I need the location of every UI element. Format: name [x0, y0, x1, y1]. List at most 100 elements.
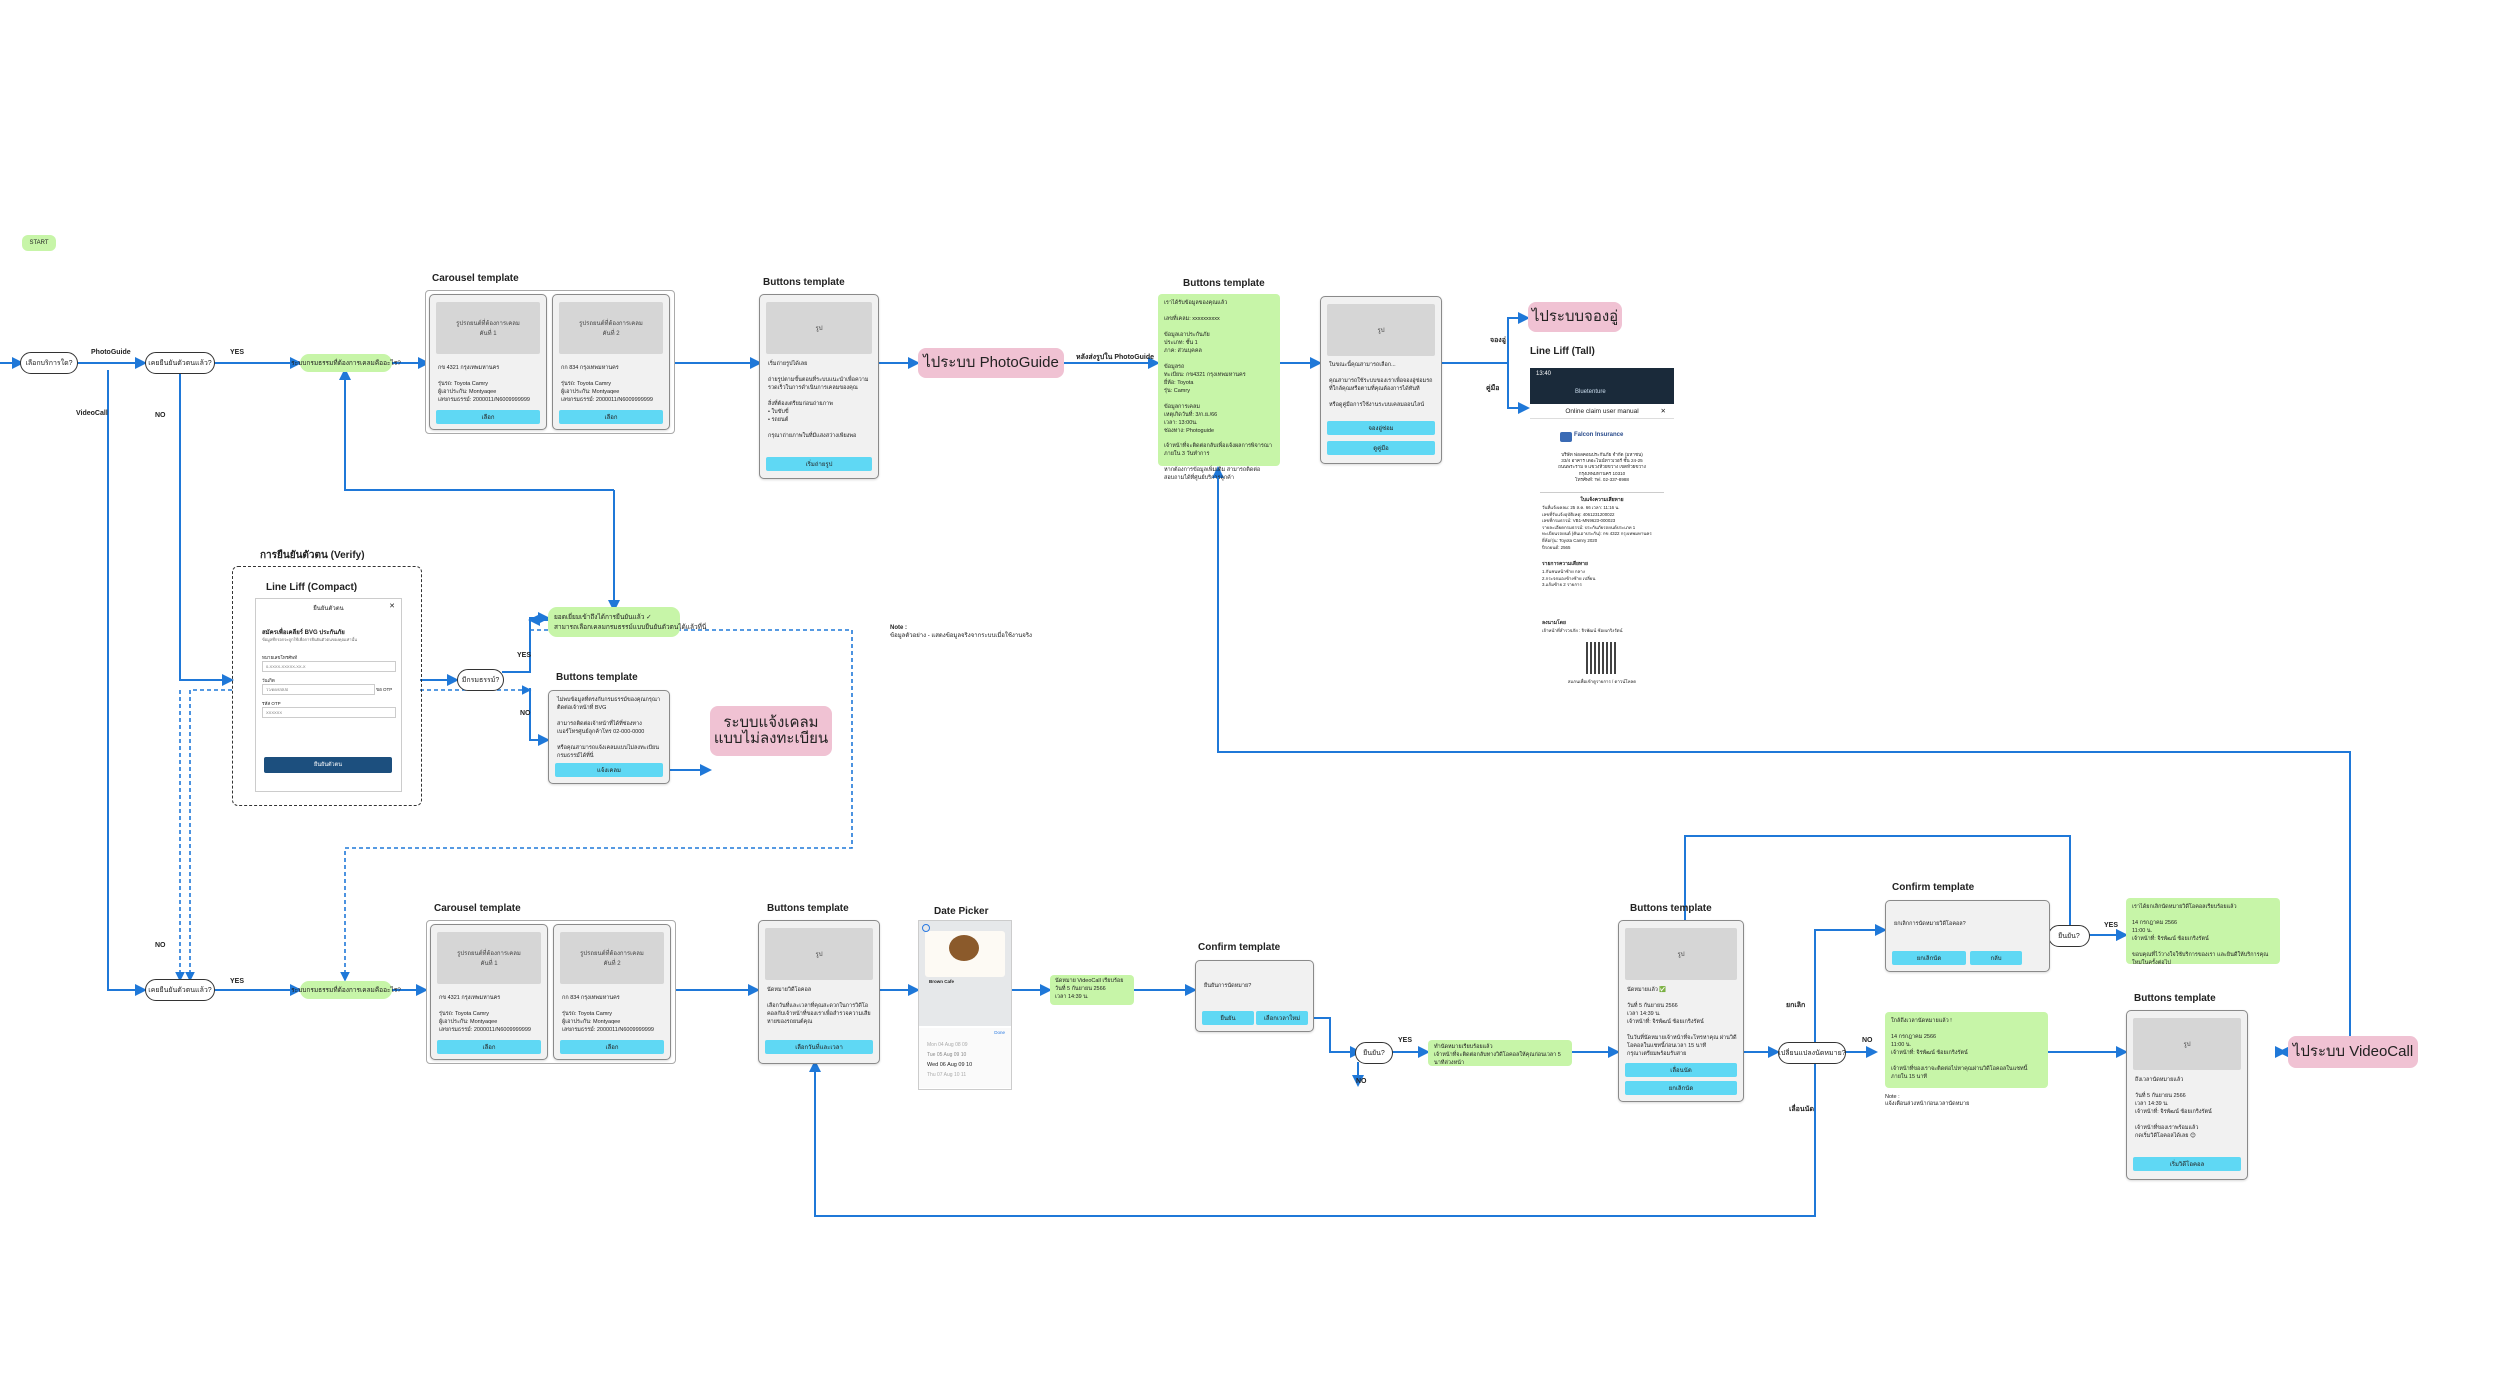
start-videocall-button[interactable]: เริ่มวิดีโอคอล	[2133, 1157, 2241, 1171]
request-otp-button[interactable]: ขอ OTP	[376, 687, 393, 692]
report-section-title: ใบแจ้งความเสียหาย	[1540, 492, 1664, 504]
card-text: ยกเลิกการนัดหมายวิดีโอคอล?	[1894, 921, 1966, 927]
image-placeholder: รูป	[2133, 1018, 2241, 1070]
select-button[interactable]: เลือก	[437, 1040, 541, 1054]
green-confirm-done: ทำนัดหมายเรียบร้อยแล้ว เจ้าหน้าที่จะติดต…	[1428, 1040, 1572, 1066]
cancel-appointment-button[interactable]: ยกเลิกนัด	[1625, 1081, 1737, 1095]
cancel-done-message: เราได้ยกเลิกนัดหมายวิดีโอคอลเรียบร้อยแล้…	[2126, 898, 2280, 966]
signature-label: ลงนามโดย	[1542, 620, 1566, 626]
pink-claim-unregistered[interactable]: ระบบแจ้งเคลม แบบไม่ลงทะเบียน	[710, 706, 832, 756]
green-question-bottom: ระบบกรมธรรมที่ต้องการเคลมคืออะไร?	[291, 981, 401, 999]
note: Note : ข้อมูลตัวอย่าง - แสดงข้อมูลจริงจา…	[890, 624, 1032, 641]
title-carousel-top: Carousel template	[432, 273, 519, 284]
image-placeholder: รูป	[1625, 928, 1737, 980]
pick-datetime-button[interactable]: เลือกวันที่และเวลา	[765, 1040, 873, 1054]
decision-label: เลือกบริการใด?	[25, 359, 73, 367]
change-time-button[interactable]: เลือกเวลาใหม่	[1256, 1011, 1308, 1025]
buttons-template-photoguide: รูป เริ่มถ่ายรูปได้เลย ถ่ายรูปตามขั้นตอน…	[759, 294, 879, 479]
note-body: ข้อมูลตัวอย่าง - แสดงข้อมูลจริงจากระบบเม…	[890, 633, 1032, 640]
phone-label: หมายเลขโทรศัพท์	[262, 655, 298, 660]
back-button[interactable]: กลับ	[1970, 951, 2022, 965]
select-button[interactable]: เลือก	[436, 410, 540, 424]
edge-label-yes: YES	[517, 652, 532, 659]
decision-label: เปลี่ยนแปลงนัดหมาย?	[1778, 1049, 1846, 1057]
pink-label: ไประบบ PhotoGuide	[923, 353, 1059, 371]
carousel-card: รูปรถยนต์ที่ต้องการเคลม คันที่ 2 กก 834 …	[552, 294, 670, 430]
select-button[interactable]: เลือก	[560, 1040, 664, 1054]
card-text: กข 4321 กรุงเทพมหานคร รุ่นรถ: Toyota Cam…	[439, 995, 531, 1033]
signature-text: เจ้าหน้าที่สำรวจภัย : จิรพัฒน์ ช้อยเกริง…	[1542, 628, 1623, 633]
decision-verified-bottom: เคยยืนยันตัวตนแล้ว?	[145, 979, 215, 1001]
pink-booking-system[interactable]: ไประบบจองอู่	[1528, 302, 1622, 332]
done-button[interactable]: Done	[994, 1030, 1005, 1035]
radio-icon[interactable]	[922, 924, 930, 932]
edge-label-after-photoguide: หลังส่งรูปใน PhotoGuide	[1076, 354, 1155, 361]
close-icon[interactable]: ✕	[389, 603, 395, 610]
picker-wheel[interactable]: Done Mon 04 Aug 08 09 Tue 05 Aug 09 10 W…	[919, 1028, 1011, 1088]
confirm-button[interactable]: ยืนยัน	[1202, 1011, 1254, 1025]
photoguide-result-message: เราได้รับข้อมูลของคุณแล้ว เลขที่เคลม: xx…	[1158, 294, 1280, 481]
close-icon[interactable]: ✕	[1660, 408, 1666, 415]
edge-label-videocall: VideoCall	[76, 410, 108, 417]
verify-group-frame	[232, 566, 422, 806]
card-text: กข 4321 กรุงเทพมหานคร รุ่นรถ: Toyota Cam…	[438, 365, 530, 403]
car-image: รูปรถยนต์ที่ต้องการเคลม คันที่ 2	[559, 302, 663, 354]
edge-label-no: NO	[155, 412, 166, 419]
decision-has-policy: มีกรมธรรม์?	[457, 669, 504, 691]
verify-submit-button[interactable]: ยืนยันตัวตน	[264, 757, 392, 773]
buttons-template-start-call: รูป ถึงเวลานัดหมายแล้ว วันที่ 5 กันยายน …	[2126, 1010, 2248, 1180]
title-date-picker: Date Picker	[934, 906, 989, 917]
edge-label-yes: YES	[230, 978, 245, 985]
damage-list: 1.กันชนหน้าซ้าย กลาง 2.กระจกมองข้างซ้าย …	[1542, 569, 1596, 588]
confirm-cancel-button[interactable]: ยกเลิกนัด	[1892, 951, 1966, 965]
verify-success-line1: ยอดเยี่ยมเข้าถึงได้การยืนยันแล้ว ✓	[554, 614, 652, 621]
birthdate-input[interactable]	[262, 684, 375, 695]
otp-input[interactable]	[262, 707, 396, 718]
image-placeholder: รูป	[765, 928, 873, 980]
form-subtitle: ข้อมูลที่กรอกจะถูกใช้เพื่อการยืนยันตัวตน…	[262, 637, 358, 642]
carousel-top-frame: รูปรถยนต์ที่ต้องการเคลม คันที่ 1 กข 4321…	[425, 290, 675, 434]
picker-row: Thu 07 Aug 10 11	[927, 1072, 967, 1078]
edge-label-yes: YES	[230, 349, 245, 356]
decision-confirm: ยืนยัน?	[1355, 1042, 1393, 1064]
vc-booked-text: นัดหมาย VideoCall เรียบร้อย วันที่ 5 กัน…	[1055, 978, 1124, 1000]
confirm-done-text: ทำนัดหมายเรียบร้อยแล้ว เจ้าหน้าที่จะติดต…	[1434, 1044, 1561, 1066]
pink-videocall-system[interactable]: ไประบบ VideoCall	[2288, 1036, 2418, 1068]
pink-label: ระบบแจ้งเคลม แบบไม่ลงทะเบียน	[713, 713, 829, 747]
picker-row: Mon 04 Aug 08 09	[927, 1042, 968, 1048]
start-photo-button[interactable]: เริ่มถ่ายรูป	[766, 457, 872, 471]
buttons-template-verify-fail: ไม่พบข้อมูลที่ตรงกับกรมธรรม์ของคุณกรุณาต…	[548, 690, 670, 784]
title-confirm-cancel: Confirm template	[1892, 882, 1975, 893]
edge-label-no: NO	[520, 710, 531, 717]
book-shop-button[interactable]: จองอู่ซ่อม	[1327, 421, 1435, 435]
birthdate-label: วันเกิด	[262, 678, 275, 683]
pink-photoguide-system[interactable]: ไประบบ PhotoGuide	[918, 348, 1064, 378]
phone-input[interactable]	[262, 661, 396, 672]
title-liff-compact: Line Liff (Compact)	[266, 582, 358, 593]
title-buttons-start-call: Buttons template	[2134, 993, 2216, 1004]
title-buttons-videocall: Buttons template	[767, 903, 849, 914]
carousel-card: รูปรถยนต์ที่ต้องการเคลม คันที่ 1 กข 4321…	[429, 294, 547, 430]
image-placeholder: รูป	[1327, 304, 1435, 356]
form-title: สมัครเพื่อเคลียร์ BVG ประกันภัย	[262, 630, 345, 636]
reminder-note: Note : แจ้งเตือนล่วงหน้าก่อนเวลานัดหมาย	[1885, 1094, 1970, 1108]
card-text: ไม่พบข้อมูลที่ตรงกับกรมธรรม์ของคุณกรุณาต…	[557, 697, 661, 759]
company-name: Falcon Insurance	[1574, 432, 1624, 438]
header-title: Online claim user manual	[1565, 407, 1639, 415]
damage-section-title: รายการความเสียหาย	[1542, 561, 1588, 567]
report-claim-button[interactable]: แจ้งเคลม	[555, 763, 663, 777]
liff-tall-frame: 13:40 Bluetenture Online claim user manu…	[1530, 364, 1674, 694]
green-question-top: ระบบกรมธรรมที่ต้องการเคลมคืออะไร?	[291, 354, 401, 372]
image-placeholder: รูป	[766, 302, 872, 354]
select-button[interactable]: เลือก	[559, 410, 663, 424]
buttons-template-booked: รูป นัดหมายแล้ว ✅ วันที่ 5 กันยายน 2566 …	[1618, 920, 1744, 1102]
decision-label: เคยยืนยันตัวตนแล้ว?	[148, 986, 212, 994]
brown-cafe-card	[925, 931, 1005, 977]
reschedule-button[interactable]: เลื่อนนัด	[1625, 1063, 1737, 1077]
manual-button[interactable]: ดูคู่มือ	[1327, 441, 1435, 455]
card-text: นัดหมายแล้ว ✅ วันที่ 5 กันยายน 2566 เวลา…	[1627, 987, 1737, 1057]
title-verify-group: การยืนยันตัวตน (Verify)	[260, 550, 365, 561]
verify-success-line2: สามารถเลือกเคลมกรมธรรม์แบบยืนยันตัวตนได้…	[554, 624, 707, 631]
reminder-message: ใกล้ถึงเวลานัดหมายแล้ว ! 14 กรกฎาคม 2566…	[1885, 1012, 2048, 1088]
otp-label: รหัส OTP	[262, 701, 281, 706]
